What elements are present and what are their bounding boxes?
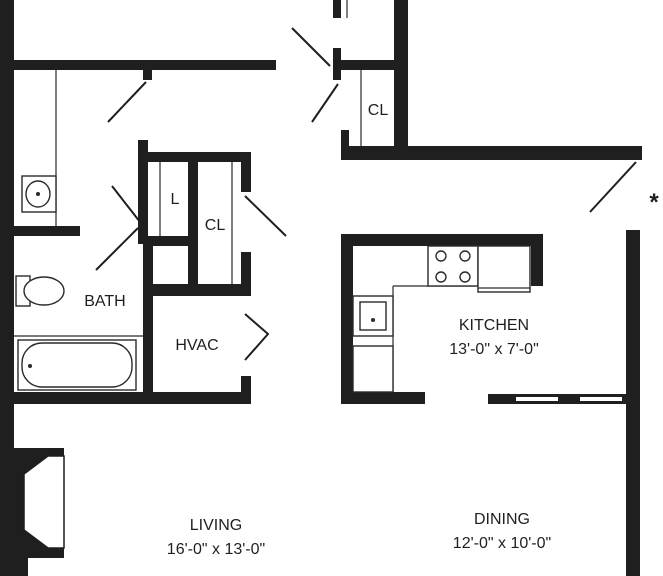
bathroom-sink xyxy=(21,175,57,213)
hvac-label: HVAC xyxy=(175,337,218,354)
kitchen-dimensions: 13'-0" x 7'-0" xyxy=(449,341,539,358)
bath-label: BATH xyxy=(84,293,125,310)
kitchen-label: KITCHEN xyxy=(459,317,529,334)
pass-through-openings xyxy=(516,397,622,401)
doors xyxy=(95,27,637,361)
living-label: LIVING xyxy=(190,517,242,534)
closet-l-label: L xyxy=(171,191,180,208)
dining-label: DINING xyxy=(474,511,530,528)
closet-cl-top-label: CL xyxy=(368,102,389,119)
refrigerator xyxy=(477,245,531,293)
dining-dimensions: 12'-0" x 10'-0" xyxy=(453,535,551,552)
kitchen-sink xyxy=(352,295,394,337)
toilet xyxy=(15,275,65,307)
dishwasher xyxy=(352,345,394,393)
stove xyxy=(427,245,479,287)
living-dimensions: 16'-0" x 13'-0" xyxy=(167,541,265,558)
entry-marker: * xyxy=(649,189,659,216)
walls xyxy=(0,0,642,576)
room-labels: BATH L CL CL HVAC KITCHEN 13'-0" x 7'-0"… xyxy=(84,102,659,558)
fireplace xyxy=(23,455,65,549)
closet-cl-left-label: CL xyxy=(205,217,226,234)
bathtub xyxy=(17,339,137,391)
